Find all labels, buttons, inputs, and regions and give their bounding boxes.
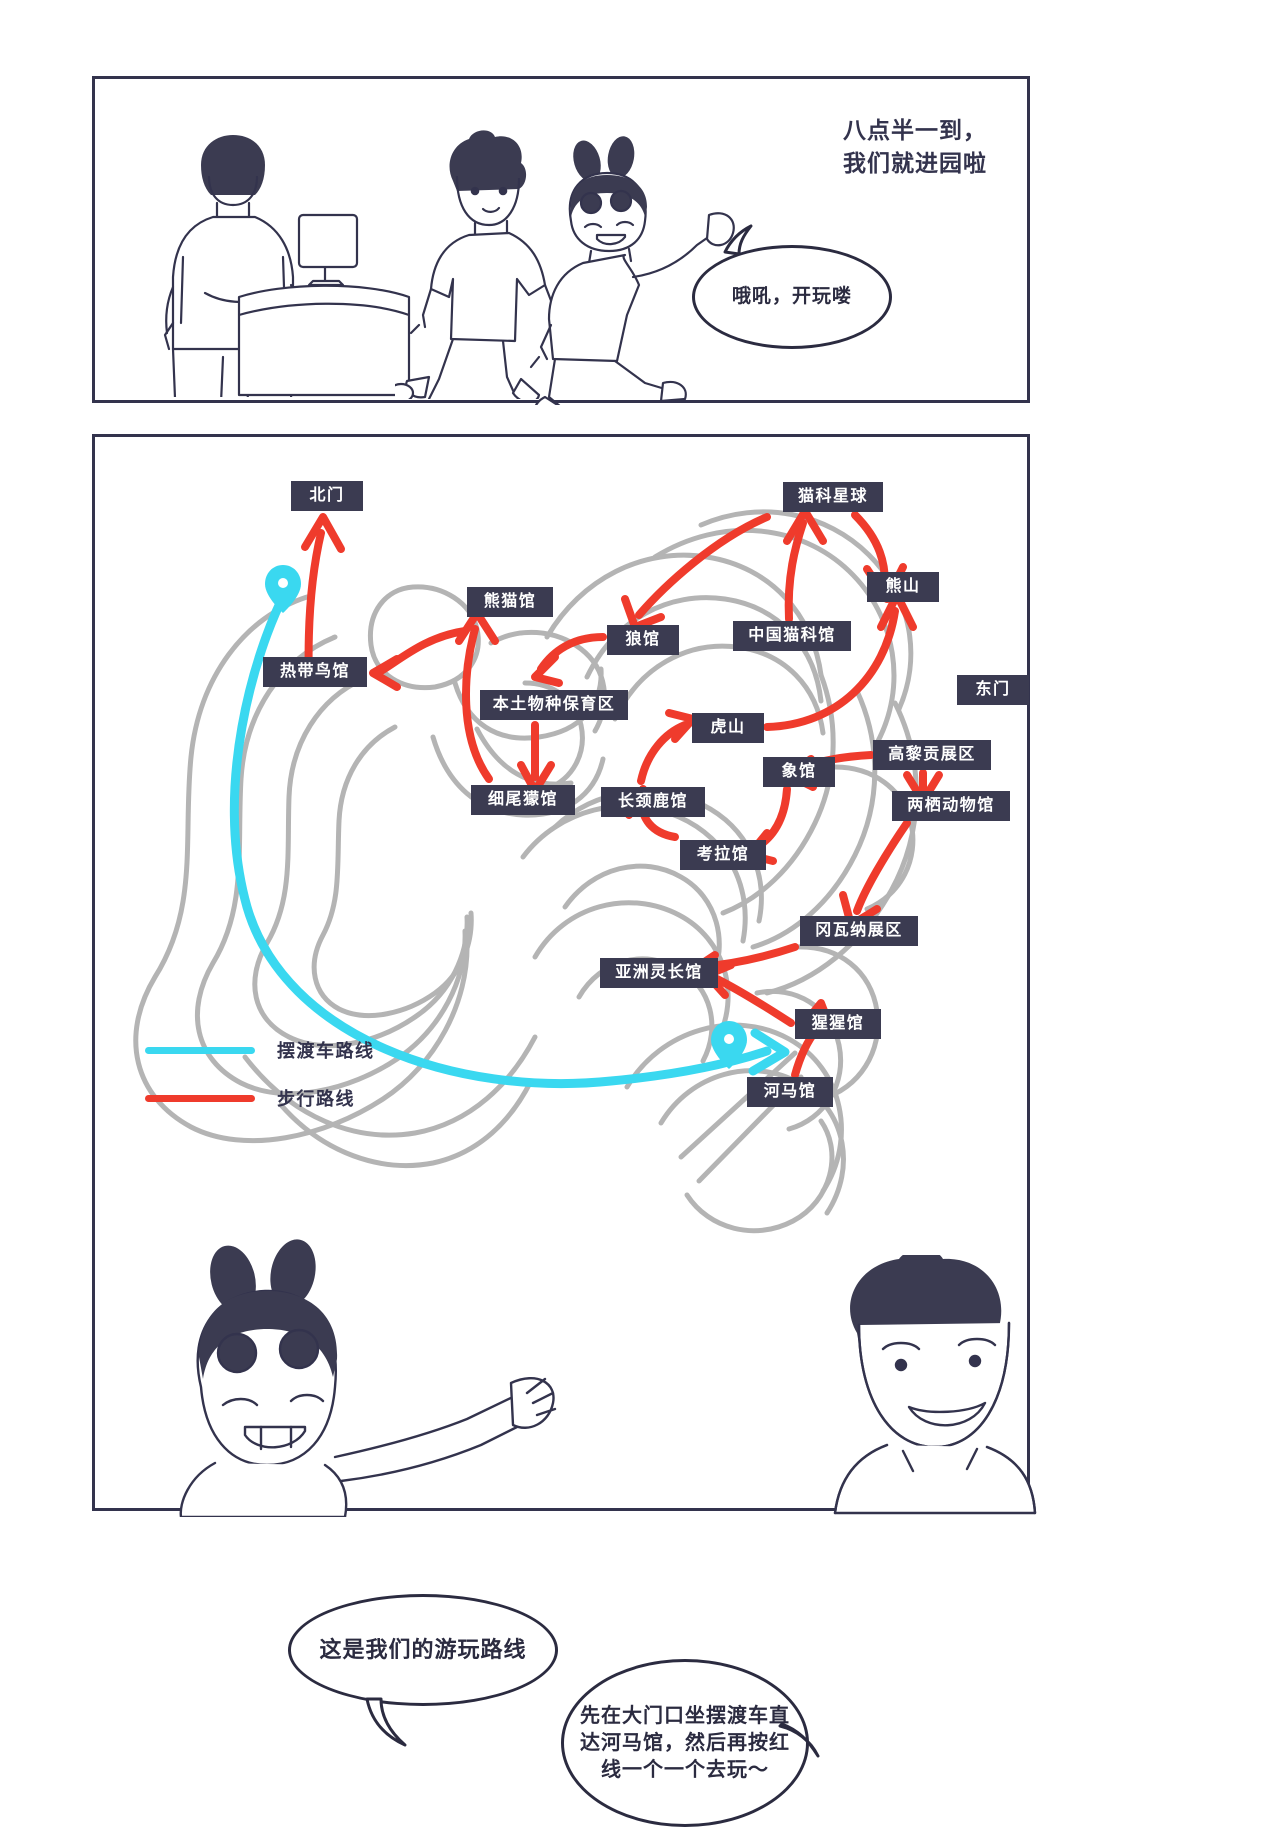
shuttle-route-arrowhead-icon bbox=[748, 1028, 790, 1076]
bubble-tail-icon bbox=[365, 1697, 407, 1747]
comic-panel-top: 八点半一到， 我们就进园啦 bbox=[92, 76, 1030, 405]
legend-row-shuttle: 摆渡车路线 bbox=[145, 1033, 375, 1067]
marker-pin-north-icon bbox=[265, 565, 301, 613]
legend-swatch-shuttle bbox=[145, 1046, 255, 1054]
comic-panel-bottom: 北门 猫科星球熊山熊猫馆狼馆 中国猫科馆热带鸟馆东门本土物种保育区虎山高黎贡展区象馆… bbox=[92, 434, 1037, 1827]
marker-pin-hippo-icon bbox=[711, 1021, 747, 1069]
map-markers bbox=[265, 565, 747, 1069]
map-label-bear-mountain[interactable]: 熊山 bbox=[867, 572, 939, 602]
map-label-elephant-house[interactable]: 象馆 bbox=[763, 757, 835, 787]
map-label-hippo-house[interactable]: 河马馆 bbox=[747, 1077, 833, 1107]
boy-running-character bbox=[395, 130, 563, 399]
ticket-counter bbox=[237, 213, 411, 397]
bubble-text: 先在大门口坐摆渡车直达河马馆，然后再按红线一个一个去玩～ bbox=[580, 1704, 790, 1781]
map-label-tiger-hill[interactable]: 虎山 bbox=[692, 713, 764, 743]
map-label-orangutan-house[interactable]: 猩猩馆 bbox=[795, 1009, 881, 1039]
shuttle-route-line bbox=[229, 588, 772, 1088]
map-label-amphibian-house[interactable]: 两栖动物馆 bbox=[892, 791, 1010, 821]
map-label-wolf-house[interactable]: 狼馆 bbox=[607, 625, 679, 655]
narration-line-2: 我们就进园啦 bbox=[843, 150, 987, 177]
map-label-koala-house[interactable]: 考拉馆 bbox=[680, 840, 766, 870]
bubble-tail-icon bbox=[723, 224, 753, 256]
legend-row-walking: 步行路线 bbox=[145, 1081, 375, 1115]
map-label-north-gate[interactable]: 北门 bbox=[291, 481, 363, 511]
speech-bubble-boy-top: 哦吼，开玩喽 bbox=[692, 224, 892, 349]
map-label-feline-planet[interactable]: 猫科星球 bbox=[783, 482, 883, 512]
legend-label-walking: 步行路线 bbox=[277, 1089, 355, 1109]
narration-top: 八点半一到， 我们就进园啦 bbox=[843, 114, 987, 181]
map-label-gaoligong-area[interactable]: 高黎贡展区 bbox=[873, 740, 991, 770]
map-label-tropical-bird-house[interactable]: 热带鸟馆 bbox=[263, 657, 367, 687]
map-label-meerkat-house[interactable]: 细尾獴馆 bbox=[471, 785, 575, 815]
girl-running-character bbox=[529, 136, 735, 405]
map-label-native-species-area[interactable]: 本土物种保育区 bbox=[480, 690, 628, 720]
map-legend: 摆渡车路线 步行路线 bbox=[145, 1033, 375, 1129]
speech-bubble-girl: 这是我们的游玩路线 bbox=[288, 1594, 558, 1747]
girl-character-bottom bbox=[179, 1239, 557, 1517]
map-label-panda-house[interactable]: 熊猫馆 bbox=[467, 587, 553, 617]
speech-bubble-boy-bottom: 先在大门口坐摆渡车直达河马馆，然后再按红线一个一个去玩～ bbox=[561, 1659, 820, 1827]
narration-line-1: 八点半一到， bbox=[843, 117, 987, 143]
legend-swatch-walking bbox=[145, 1094, 255, 1102]
legend-label-shuttle: 摆渡车路线 bbox=[277, 1041, 375, 1061]
bubble-text: 这是我们的游玩路线 bbox=[319, 1637, 527, 1663]
map-label-gondwana-area[interactable]: 冈瓦纳展区 bbox=[800, 916, 918, 946]
map-label-asian-primate-house[interactable]: 亚洲灵长馆 bbox=[600, 958, 718, 988]
bubble-text: 哦吼，开玩喽 bbox=[731, 286, 852, 308]
map-label-giraffe-house[interactable]: 长颈鹿馆 bbox=[601, 787, 705, 817]
map-label-china-feline-house[interactable]: 中国猫科馆 bbox=[733, 621, 851, 651]
bubble-tail-icon bbox=[778, 1722, 820, 1758]
boy-character-bottom bbox=[833, 1255, 1037, 1515]
map-label-east-gate[interactable]: 东门 bbox=[957, 675, 1029, 705]
